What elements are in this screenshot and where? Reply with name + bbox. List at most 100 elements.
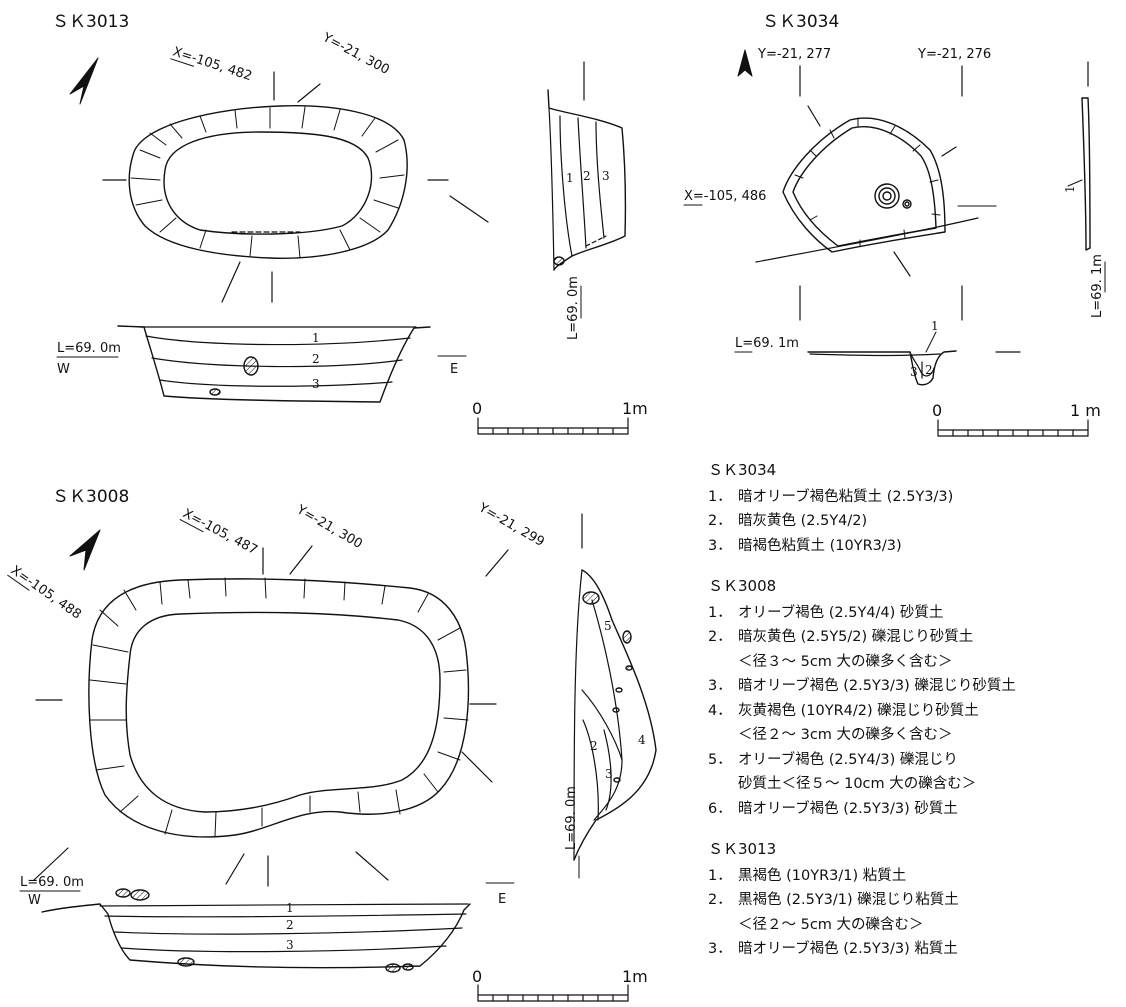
sk3008-x-coord-1: X=-105, 487 — [180, 506, 260, 558]
north-arrow-icon — [69, 57, 99, 105]
sk3013-layer-1: 1 — [312, 331, 320, 345]
sk3008-title: ＳＫ3008 — [52, 487, 129, 507]
sk3008-side-layer-4: 4 — [638, 733, 646, 747]
legend-item-text: 暗灰黄色 (2.5Y4/2) — [738, 513, 868, 529]
legend-item: 3． 暗オリーブ褐色 (2.5Y3/3) 礫混じり砂質土 — [708, 674, 1118, 699]
legend-item-number: 3． — [708, 941, 732, 957]
sk3034-scale-bar — [937, 419, 1089, 437]
legend-item-number: 3． — [708, 678, 732, 694]
sk3034-plan-outer — [782, 117, 946, 253]
legend-item: 1． オリーブ褐色 (2.5Y4/4) 砂質土 — [708, 601, 1118, 626]
legend-item-text: 暗オリーブ褐色 (2.5Y3/3) 礫混じり砂質土 — [738, 678, 1016, 694]
legend-heading: ＳＫ3013 — [708, 840, 777, 858]
sk3008-east: E — [498, 892, 506, 907]
sk3034-layer-1: 1 — [931, 319, 939, 333]
sk3008-layer-2: 2 — [286, 918, 294, 932]
sk3013-grid-marks — [102, 71, 489, 303]
sk3008-scale-one-m: 1m — [622, 967, 648, 986]
north-arrow-icon — [69, 529, 101, 571]
sk3008-side-level: L=69. 0m — [564, 786, 579, 850]
legend-item-text: オリーブ褐色 (2.5Y4/4) 砂質土 — [738, 604, 944, 621]
sk3008-figure: ＳＫ3008 X=-105, 487 Y=-21, 300 Y=-21, 299… — [7, 487, 657, 1002]
sk3013-title: ＳＫ3013 — [52, 12, 129, 32]
sk3013-level: L=69. 0m — [57, 341, 121, 356]
sk3034-side-profile — [1081, 97, 1091, 251]
legend-item-note: 砂質土＜径５～ 10cm 大の礫含む＞ — [738, 776, 977, 792]
sk3034-side-level: L=69. 1m — [1090, 254, 1105, 318]
legend-item-text: 黒褐色 (2.5Y3/1) 礫混じり粘質土 — [738, 892, 959, 908]
legend-heading: ＳＫ3034 — [708, 461, 777, 479]
sk3008-plan-inner — [125, 611, 441, 813]
legend-item-text: 黒褐色 (10YR3/1) 粘質土 — [738, 867, 907, 884]
sk3008-x-coord-2: X=-105, 488 — [8, 563, 84, 623]
sk3008-layer-1: 1 — [286, 901, 294, 915]
sk3034-layer-3: 3 — [910, 365, 918, 379]
sk3008-scale-bar — [477, 984, 629, 1002]
sk3008-y-coord-2: Y=-21, 299 — [475, 500, 547, 550]
legend-item-number: 5． — [708, 751, 732, 768]
sk3008-plan-hachures — [89, 577, 469, 837]
north-arrow-icon — [737, 49, 753, 77]
legend-group-sk3013: ＳＫ3013 1．黒褐色 (10YR3/1) 粘質土 2． 黒褐色 (2.5Y3/… — [708, 837, 1118, 962]
sk3013-side-layer-2: 2 — [583, 169, 591, 183]
legend-item-number: 3． — [708, 537, 732, 554]
sk3013-scale-one-m: 1m — [622, 399, 648, 418]
sk3034-y-coord-2: Y=-21, 276 — [917, 47, 991, 62]
legend-item: 5． オリーブ褐色 (2.5Y4/3) 礫混じり砂質土＜径５～ 10cm 大の礫含… — [708, 748, 1118, 797]
sk3013-plan-outer — [128, 105, 408, 259]
legend-item-note: ＜径２～ 5cm 大の礫含む＞ — [738, 916, 924, 933]
sk3034-level: L=69. 1m — [735, 336, 799, 351]
sk3034-layer-2: 2 — [925, 363, 933, 377]
sk3013-section-profile — [117, 325, 431, 403]
legend-item: 2． 暗灰黄色 (2.5Y4/2) — [708, 509, 1118, 534]
legend-item-number: 2． — [708, 629, 732, 645]
sk3008-side-layer-3: 3 — [605, 767, 613, 781]
legend-item-number: 1． — [708, 604, 732, 621]
sk3008-plan-outer — [88, 578, 470, 838]
sk3013-plan-hachures — [130, 106, 405, 259]
sk3034-side-layer-1: 1 — [1063, 185, 1077, 193]
legend-item: 2． 黒褐色 (2.5Y3/1) 礫混じり粘質土 ＜径２～ 5cm 大の礫含む＞ — [708, 888, 1118, 937]
legend-item-note: ＜径３～ 5cm 大の礫多く含む＞ — [738, 653, 953, 670]
sk3013-side-layer-3: 3 — [602, 169, 610, 183]
sk3034-scale-zero: 0 — [932, 401, 942, 420]
legend-item-text: オリーブ褐色 (2.5Y4/3) 礫混じり — [738, 751, 958, 768]
sk3034-y-coord-1: Y=-21, 277 — [757, 47, 831, 62]
sk3008-layer-3: 3 — [286, 938, 294, 952]
sk3013-east: E — [450, 362, 458, 377]
legend-item-number: 4． — [708, 702, 732, 719]
soil-layer-legend: ＳＫ3034 1．暗オリーブ褐色粘質土 (2.5Y3/3) 2．暗灰黄色 (2.… — [708, 458, 1118, 978]
legend-item-number: 1． — [708, 488, 732, 505]
sk3013-side-profile — [547, 89, 627, 271]
sk3008-section-profile — [41, 903, 471, 969]
sk3008-side-layer-5: 5 — [604, 619, 612, 633]
legend-item-text: 暗褐色粘質土 (10YR3/3) — [738, 537, 902, 554]
sk3034-scale-one-m: 1 m — [1070, 401, 1101, 420]
legend-item-note: ＜径２～ 3cm 大の礫多く含む＞ — [738, 727, 953, 743]
legend-item-text: 暗オリーブ褐色 (2.5Y3/3) 砂質土 — [738, 800, 958, 817]
legend-item: 1． 暗オリーブ褐色粘質土 (2.5Y3/3) — [708, 485, 1118, 510]
sk3008-level: L=69. 0m — [20, 875, 84, 890]
legend-item: 3．暗オリーブ褐色 (2.5Y3/3) 粘質土 — [708, 937, 1118, 962]
sk3013-layer-2: 2 — [312, 352, 320, 366]
sk3034-section-profile — [807, 350, 957, 386]
sk3013-figure: ＳＫ3013 X=-105, 482 Y=-21, 300 — [52, 12, 648, 435]
legend-group-sk3008: ＳＫ3008 1．オリーブ褐色 (2.5Y4/4) 砂質土 2．暗灰黄色 (2.… — [708, 574, 1118, 821]
legend-item: 2．暗灰黄色 (2.5Y5/2) 礫混じり砂質土＜径３～ 5cm 大の礫多く含む… — [708, 625, 1118, 674]
sk3008-scale-zero: 0 — [472, 967, 482, 986]
legend-item: 1．黒褐色 (10YR3/1) 粘質土 — [708, 864, 1118, 889]
sk3013-plan-inner — [163, 131, 373, 235]
legend-item: 3． 暗褐色粘質土 (10YR3/3) — [708, 534, 1118, 559]
sk3013-scale-zero: 0 — [472, 399, 482, 418]
sk3008-y-coord-1: Y=-21, 300 — [293, 502, 365, 552]
legend-item-number: 6． — [708, 800, 732, 817]
sk3013-west: W — [57, 362, 70, 377]
sk3013-scale-bar — [477, 417, 629, 435]
legend-item-text: 暗オリーブ褐色粘質土 (2.5Y3/3) — [738, 488, 954, 505]
legend-item: 6． 暗オリーブ褐色 (2.5Y3/3) 砂質土 — [708, 797, 1118, 822]
legend-item-number: 2． — [708, 892, 732, 908]
legend-item-number: 2． — [708, 513, 732, 529]
sk3013-x-coord: X=-105, 482 — [171, 45, 254, 85]
sk3013-layer-3: 3 — [312, 377, 320, 391]
